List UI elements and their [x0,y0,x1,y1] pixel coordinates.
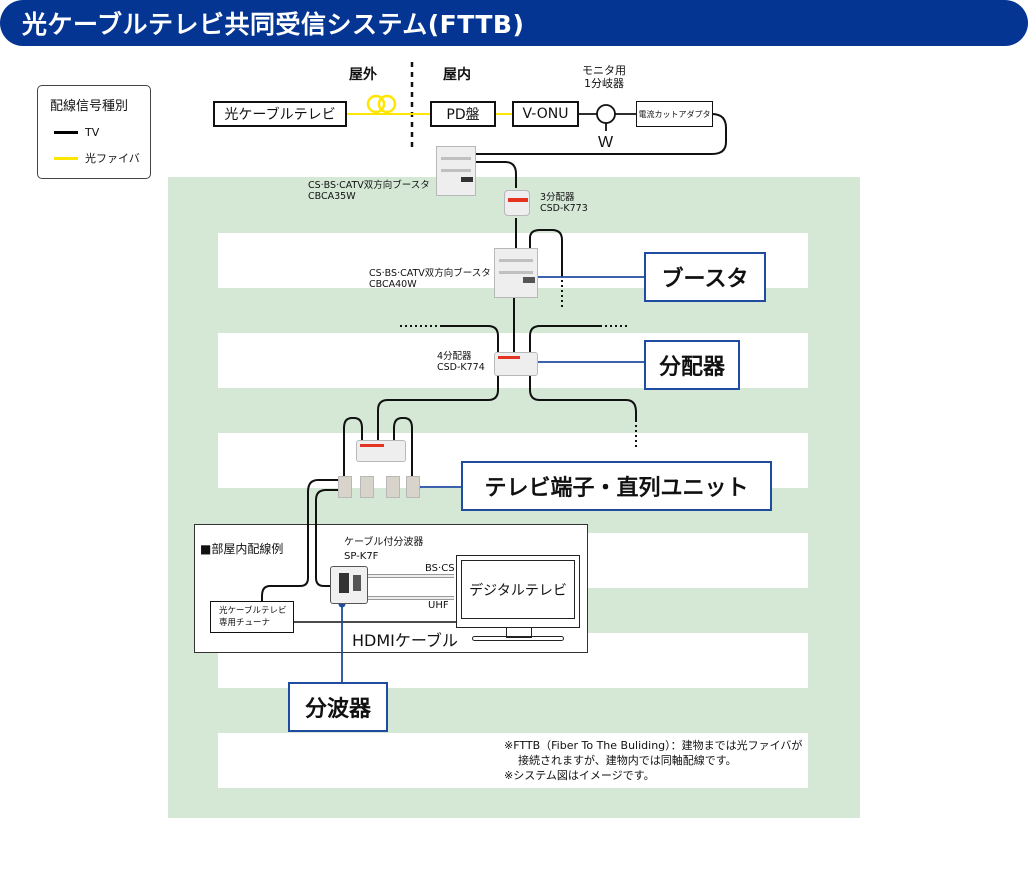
monitor-splitter-label: モニタ用 1分岐器 [582,64,626,90]
wiring-legend: 配線信号種別 TV 光ファイバ [37,85,151,179]
floor-band [218,733,808,788]
booster-cbca40w-device [494,248,538,298]
separator-label-line2: SP-K7F [344,551,379,562]
tv-screen-label: デジタルテレビ [461,560,575,619]
legend-title: 配線信号種別 [50,99,129,114]
tv-outlet-device [338,476,352,498]
tv-outlet-device [386,476,400,498]
splitter3-label-line2: CSD-K773 [540,203,588,214]
tv-stand [506,628,532,638]
separator-sp-k7f-device [330,566,368,604]
current-cut-adapter-box: 電流カットアダプタ [636,101,713,127]
booster2-label-line1: CS·BS·CATV双方向ブースタ [369,268,491,279]
booster1-label-line1: CS·BS·CATV双方向ブースタ [308,180,430,191]
tuner-box: 光ケーブルテレビ 専用チューナ [210,601,294,633]
booster2-label: CS·BS·CATV双方向ブースタ CBCA40W [369,268,491,290]
optical-catv-box: 光ケーブルテレビ [213,101,347,127]
title-bar: 光ケーブルテレビ共同受信システム(FTTB) [0,0,1028,46]
booster2-label-line2: CBCA40W [369,279,417,290]
tuner-label-line1: 光ケーブルテレビ [219,606,287,616]
zone-outdoor: 屋外 [349,67,377,83]
legend-item-fiber: 光ファイバ [54,150,140,166]
tv-outlet-device [406,476,420,498]
monitor-splitter-label-line2: 1分岐器 [584,77,624,90]
footnotes: ※FTTB（Fiber To The Buliding）：建物までは光ファイバが… [504,738,802,783]
fiber-coil-icon [366,94,386,114]
tuner-label-line2: 専用チューナ [219,618,271,628]
bs-cs-label: BS·CS [425,563,455,574]
splitter4-label-line2: CSD-K774 [437,362,485,373]
splitter4-label: 4分配器 CSD-K774 [437,351,485,373]
uhf-label: UHF [428,600,449,611]
pd-panel-box: PD盤 [430,101,496,127]
monitor-splitter-label-line1: モニタ用 [582,64,626,77]
separator-label-line1: ケーブル付分波器 [344,537,424,548]
legend-label-fiber: 光ファイバ [85,152,140,165]
callout-separator: 分波器 [288,682,388,732]
footnote-line2: 接続されますが、建物内では同軸配線です。 [518,754,737,767]
splitter4-label-line1: 4分配器 [437,351,472,362]
fiber-line-swatch [54,156,78,160]
floor-splitter-device [356,440,406,462]
separator-label: ケーブル付分波器 SP-K7F [344,536,423,564]
splitter3-label: 3分配器 CSD-K773 [540,192,588,214]
footnote-line3: ※システム図はイメージです。 [504,769,655,782]
tv-base [472,636,564,641]
hdmi-label: HDMIケーブル [352,631,458,650]
digital-tv: デジタルテレビ [456,555,580,628]
legend-label-tv: TV [85,126,100,139]
booster-cbca35w-device [436,146,476,196]
splitter3-label-line1: 3分配器 [540,192,575,203]
splitter-csd-k774-device [494,352,538,376]
callout-splitter: 分配器 [644,340,740,390]
booster1-label: CS·BS·CATV双方向ブースタ CBCA35W [308,180,430,202]
tv-outlet-device [360,476,374,498]
footnote-line1: ※FTTB（Fiber To The Buliding）：建物までは光ファイバが [504,739,803,752]
booster1-label-line2: CBCA35W [308,191,356,202]
antenna-w-glyph: W [598,134,614,151]
room-title: ■部屋内配線例 [200,542,284,556]
tv-line-swatch [54,131,78,134]
fiber-coil-icon [377,94,397,114]
v-onu-box: V-ONU [512,101,579,127]
monitor-splitter-icon [596,104,616,124]
page-title: 光ケーブルテレビ共同受信システム(FTTB) [22,10,525,39]
callout-tv-outlet: テレビ端子・直列ユニット [461,461,772,511]
callout-booster: ブースタ [644,252,766,302]
zone-indoor: 屋内 [443,67,471,83]
legend-item-tv: TV [54,126,99,139]
splitter-csd-k773-device [504,190,530,216]
